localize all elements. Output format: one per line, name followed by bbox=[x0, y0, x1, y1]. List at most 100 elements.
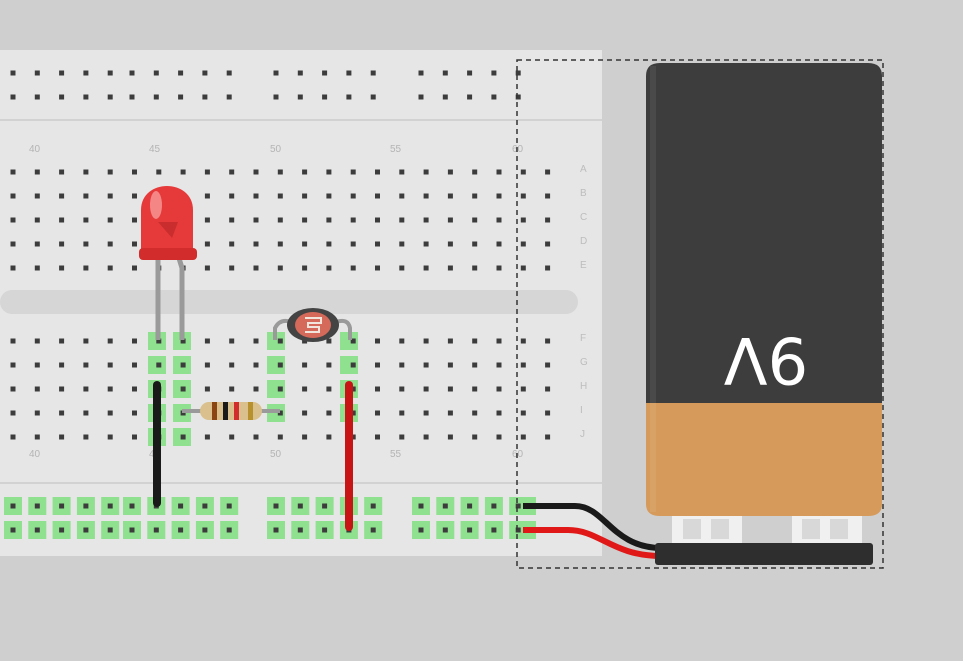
breadboard-hole[interactable] bbox=[302, 386, 308, 392]
breadboard-hole[interactable] bbox=[423, 434, 429, 440]
breadboard-hole[interactable] bbox=[10, 217, 16, 223]
breadboard-hole[interactable] bbox=[447, 193, 453, 199]
breadboard-hole[interactable] bbox=[326, 217, 332, 223]
breadboard-hole[interactable] bbox=[447, 217, 453, 223]
breadboard-hole[interactable] bbox=[399, 386, 405, 392]
breadboard-hole[interactable] bbox=[399, 217, 405, 223]
breadboard-hole[interactable] bbox=[34, 503, 40, 509]
breadboard-hole[interactable] bbox=[34, 265, 40, 271]
breadboard-hole[interactable] bbox=[326, 434, 332, 440]
breadboard-hole[interactable] bbox=[375, 362, 380, 368]
breadboard-hole[interactable] bbox=[447, 434, 453, 440]
breadboard-hole[interactable] bbox=[156, 169, 162, 175]
breadboard-hole[interactable] bbox=[496, 386, 502, 392]
breadboard-hole[interactable] bbox=[204, 265, 210, 271]
breadboard-hole[interactable] bbox=[229, 362, 235, 368]
breadboard-hole[interactable] bbox=[370, 527, 376, 533]
breadboard-hole[interactable] bbox=[418, 94, 424, 100]
selection-box[interactable] bbox=[516, 59, 884, 569]
breadboard-hole[interactable] bbox=[10, 70, 16, 76]
breadboard-hole[interactable] bbox=[370, 503, 376, 509]
breadboard-hole[interactable] bbox=[302, 410, 308, 416]
breadboard-hole[interactable] bbox=[326, 362, 332, 368]
breadboard-hole[interactable] bbox=[399, 362, 405, 368]
breadboard-hole[interactable] bbox=[132, 434, 137, 440]
breadboard-hole[interactable] bbox=[273, 70, 279, 76]
breadboard-hole[interactable] bbox=[520, 193, 526, 199]
resistor[interactable] bbox=[182, 402, 280, 420]
breadboard-hole[interactable] bbox=[34, 193, 40, 199]
breadboard-hole[interactable] bbox=[10, 527, 16, 533]
breadboard-hole[interactable] bbox=[350, 410, 356, 416]
breadboard-hole[interactable] bbox=[302, 362, 308, 368]
breadboard-hole[interactable] bbox=[107, 338, 113, 344]
breadboard-hole[interactable] bbox=[273, 94, 279, 100]
breadboard-hole[interactable] bbox=[472, 386, 478, 392]
breadboard-hole[interactable] bbox=[229, 265, 235, 271]
breadboard-hole[interactable] bbox=[204, 434, 210, 440]
breadboard-hole[interactable] bbox=[545, 338, 551, 344]
breadboard-hole[interactable] bbox=[520, 410, 526, 416]
breadboard-hole[interactable] bbox=[322, 503, 328, 509]
breadboard-hole[interactable] bbox=[178, 94, 184, 100]
breadboard-hole[interactable] bbox=[10, 94, 16, 100]
breadboard-hole[interactable] bbox=[253, 362, 259, 368]
breadboard-hole[interactable] bbox=[350, 265, 356, 271]
breadboard-hole[interactable] bbox=[297, 527, 303, 533]
breadboard-hole[interactable] bbox=[178, 503, 184, 509]
led[interactable] bbox=[139, 186, 197, 340]
breadboard-hole[interactable] bbox=[178, 70, 184, 76]
breadboard-hole[interactable] bbox=[59, 386, 65, 392]
breadboard-hole[interactable] bbox=[520, 217, 526, 223]
breadboard-hole[interactable] bbox=[253, 386, 259, 392]
breadboard-hole[interactable] bbox=[350, 362, 356, 368]
breadboard-hole[interactable] bbox=[545, 193, 551, 199]
breadboard-hole[interactable] bbox=[277, 169, 283, 175]
breadboard-hole[interactable] bbox=[180, 338, 186, 344]
breadboard-hole[interactable] bbox=[129, 70, 135, 76]
breadboard-hole[interactable] bbox=[83, 434, 89, 440]
breadboard-hole[interactable] bbox=[226, 527, 232, 533]
breadboard-hole[interactable] bbox=[34, 434, 40, 440]
breadboard-hole[interactable] bbox=[180, 386, 186, 392]
breadboard-hole[interactable] bbox=[545, 217, 551, 223]
battery-9v[interactable]: 9V bbox=[646, 63, 882, 565]
breadboard-hole[interactable] bbox=[107, 193, 113, 199]
breadboard-hole[interactable] bbox=[253, 217, 259, 223]
breadboard-hole[interactable] bbox=[83, 217, 89, 223]
breadboard-hole[interactable] bbox=[83, 70, 89, 76]
breadboard-hole[interactable] bbox=[229, 434, 235, 440]
breadboard-hole[interactable] bbox=[153, 94, 159, 100]
breadboard-hole[interactable] bbox=[83, 527, 89, 533]
breadboard-hole[interactable] bbox=[350, 434, 356, 440]
breadboard-hole[interactable] bbox=[107, 362, 113, 368]
breadboard-hole[interactable] bbox=[129, 503, 135, 509]
breadboard-hole[interactable] bbox=[10, 265, 16, 271]
breadboard-hole[interactable] bbox=[202, 94, 208, 100]
breadboard-hole[interactable] bbox=[467, 94, 473, 100]
breadboard-hole[interactable] bbox=[423, 362, 429, 368]
breadboard-hole[interactable] bbox=[204, 169, 210, 175]
breadboard-hole[interactable] bbox=[491, 527, 497, 533]
breadboard-hole[interactable] bbox=[442, 94, 448, 100]
breadboard-hole[interactable] bbox=[423, 169, 429, 175]
breadboard-hole[interactable] bbox=[59, 362, 65, 368]
breadboard-hole[interactable] bbox=[202, 503, 208, 509]
breadboard-hole[interactable] bbox=[467, 503, 473, 509]
breadboard-hole[interactable] bbox=[326, 265, 332, 271]
breadboard-hole[interactable] bbox=[399, 265, 405, 271]
breadboard-hole[interactable] bbox=[229, 193, 235, 199]
breadboard-hole[interactable] bbox=[10, 434, 16, 440]
breadboard-hole[interactable] bbox=[83, 169, 89, 175]
breadboard-hole[interactable] bbox=[83, 410, 89, 416]
breadboard-hole[interactable] bbox=[375, 217, 380, 223]
breadboard-hole[interactable] bbox=[375, 265, 380, 271]
breadboard-hole[interactable] bbox=[204, 241, 210, 247]
breadboard-hole[interactable] bbox=[10, 169, 16, 175]
breadboard-hole[interactable] bbox=[326, 386, 332, 392]
breadboard-hole[interactable] bbox=[399, 434, 405, 440]
breadboard-hole[interactable] bbox=[326, 241, 332, 247]
breadboard-hole[interactable] bbox=[153, 527, 159, 533]
breadboard-hole[interactable] bbox=[107, 94, 113, 100]
battery-wire-red[interactable] bbox=[523, 527, 663, 559]
